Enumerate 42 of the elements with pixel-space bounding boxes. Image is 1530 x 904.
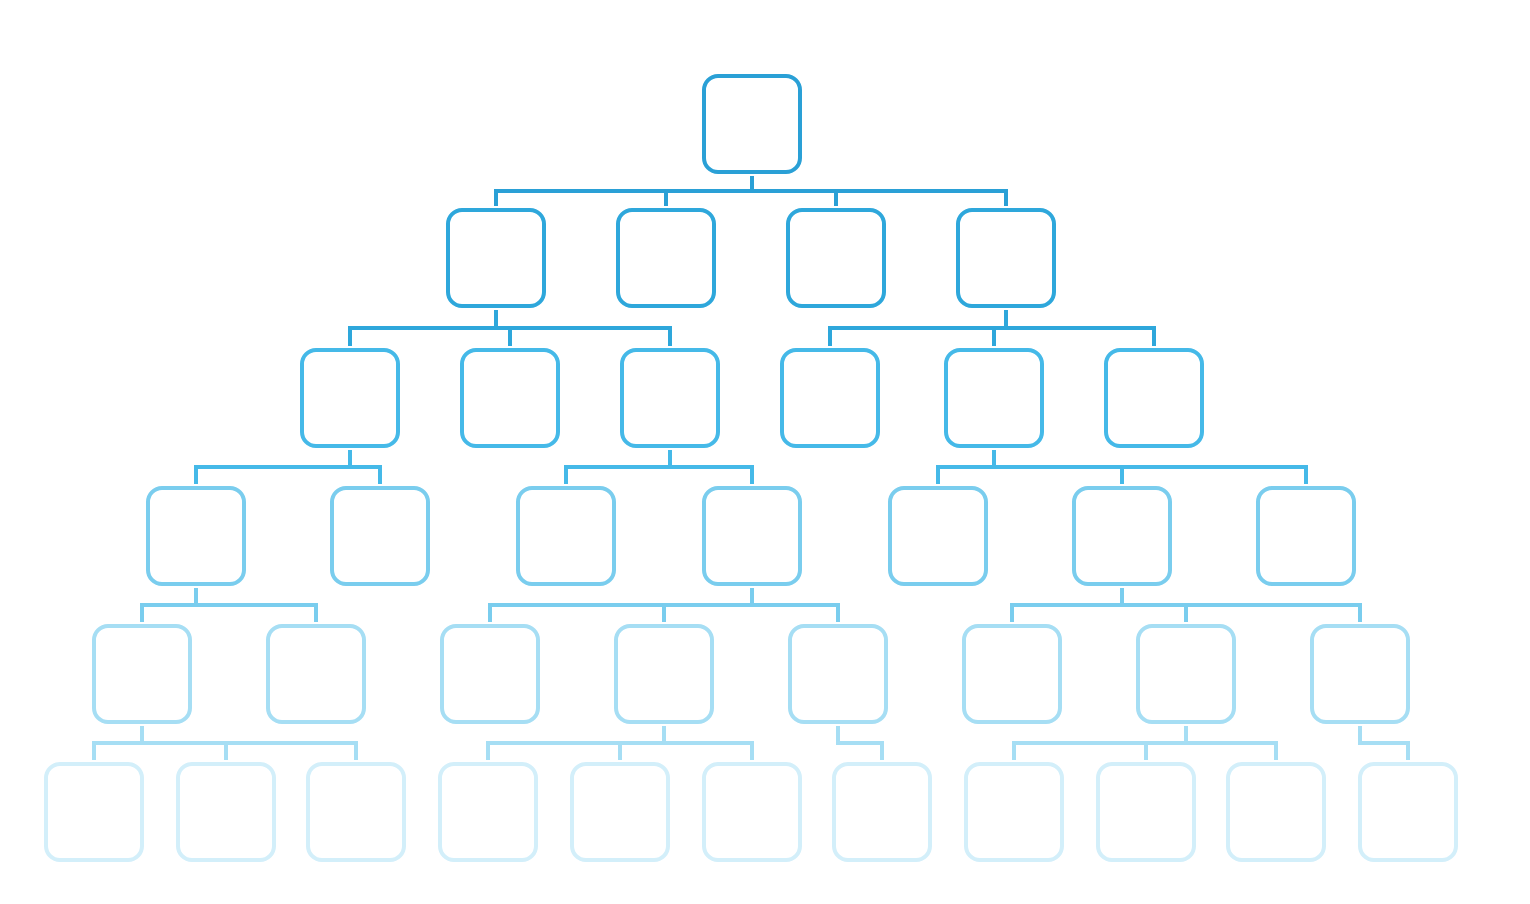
org-chart-box bbox=[1072, 486, 1172, 586]
org-chart-box bbox=[446, 208, 546, 308]
org-chart-box bbox=[1226, 762, 1326, 862]
connector-line bbox=[1358, 726, 1410, 760]
org-chart-box bbox=[300, 348, 400, 448]
org-chart-box bbox=[330, 486, 430, 586]
connector-line bbox=[836, 726, 884, 760]
org-chart-box bbox=[1104, 348, 1204, 448]
org-chart-box bbox=[1256, 486, 1356, 586]
org-chart-box bbox=[620, 348, 720, 448]
org-chart-box bbox=[780, 348, 880, 448]
org-chart-box bbox=[962, 624, 1062, 724]
org-chart-box bbox=[702, 486, 802, 586]
org-chart-box bbox=[516, 486, 616, 586]
org-chart-box bbox=[440, 624, 540, 724]
org-chart-box bbox=[788, 624, 888, 724]
org-chart-box bbox=[964, 762, 1064, 862]
org-chart-box bbox=[956, 208, 1056, 308]
connector-line bbox=[750, 176, 1008, 206]
org-chart-box bbox=[616, 208, 716, 308]
org-chart-box bbox=[702, 74, 802, 174]
connector-line bbox=[1004, 310, 1156, 346]
org-chart-box bbox=[1096, 762, 1196, 862]
org-chart-box bbox=[44, 762, 144, 862]
org-chart-box bbox=[266, 624, 366, 724]
org-chart-box bbox=[614, 624, 714, 724]
org-chart-box bbox=[888, 486, 988, 586]
org-chart-box bbox=[146, 486, 246, 586]
org-chart-box bbox=[944, 348, 1044, 448]
org-chart-box bbox=[1136, 624, 1236, 724]
org-chart-box bbox=[786, 208, 886, 308]
org-chart-box bbox=[306, 762, 406, 862]
org-chart-box bbox=[176, 762, 276, 862]
connector-line bbox=[750, 588, 840, 622]
org-chart-box bbox=[570, 762, 670, 862]
org-chart-box bbox=[438, 762, 538, 862]
org-chart-box bbox=[1310, 624, 1410, 724]
org-chart-box bbox=[1358, 762, 1458, 862]
org-chart-box bbox=[832, 762, 932, 862]
org-chart-box bbox=[92, 624, 192, 724]
org-chart-box bbox=[460, 348, 560, 448]
org-chart-box bbox=[702, 762, 802, 862]
